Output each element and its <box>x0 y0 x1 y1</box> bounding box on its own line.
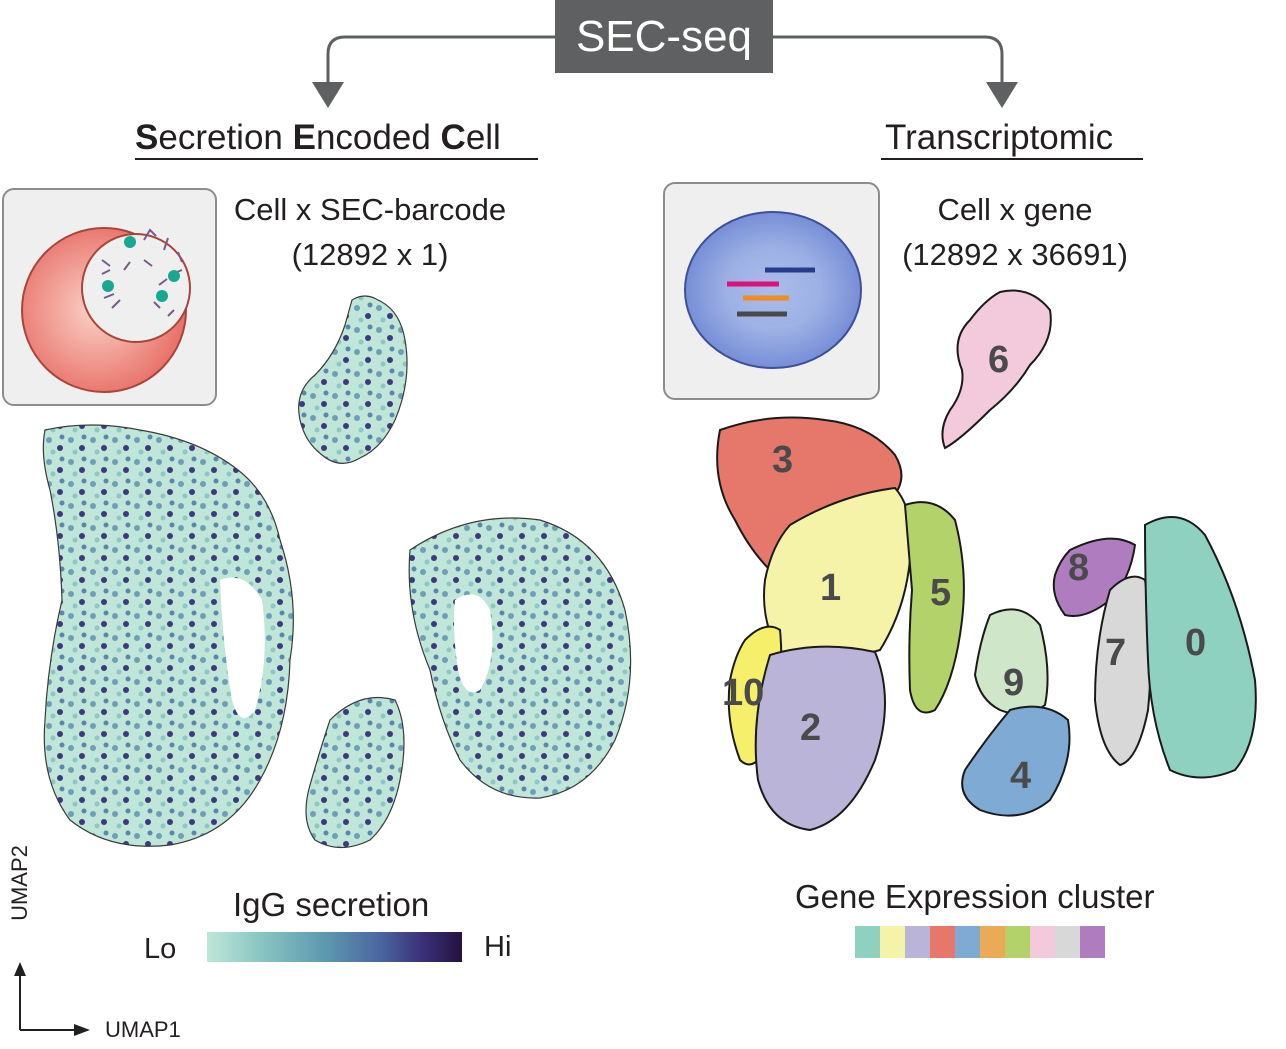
cluster-label-2: 2 <box>800 707 821 749</box>
arrow-right-icon <box>74 1024 90 1036</box>
cluster-label-0: 0 <box>1185 622 1206 664</box>
cluster-4 <box>961 705 1071 817</box>
left-heading: Secretion Encoded Cell <box>135 118 501 157</box>
cluster-label-6: 6 <box>988 339 1009 381</box>
left-matrix-label: Cell x SEC-barcode <box>233 192 507 227</box>
cluster-swatch <box>1030 926 1055 958</box>
igg-legend-high: Hi <box>484 931 512 963</box>
arrow-left-head <box>312 82 344 108</box>
cluster-label-9: 9 <box>1003 662 1024 704</box>
cluster-2 <box>754 645 886 832</box>
cluster-label-8: 8 <box>1068 547 1089 589</box>
cluster-swatch <box>930 926 955 958</box>
igg-legend-low: Lo <box>144 933 177 965</box>
cluster-swatches <box>855 926 1105 958</box>
right-matrix-dims: (12892 x 36691) <box>902 237 1128 272</box>
secreting-cell-icon <box>21 227 191 393</box>
right-heading-rule <box>881 158 1143 160</box>
cluster-1 <box>763 486 912 660</box>
cluster-swatch <box>905 926 930 958</box>
right-umap-clusters: 3 1 5 6 8 7 0 9 10 2 4 <box>716 289 1257 832</box>
transcriptome-cell-icon-box <box>663 182 880 400</box>
cluster-swatch <box>1080 926 1105 958</box>
umap2-label: UMAP2 <box>7 845 32 921</box>
cluster-swatch <box>880 926 905 958</box>
cluster-swatch <box>980 926 1005 958</box>
cluster-swatch <box>855 926 880 958</box>
cluster-label-3: 3 <box>772 439 793 481</box>
cluster-label-4: 4 <box>1010 755 1031 797</box>
secreting-cell-icon-box <box>2 188 217 406</box>
cluster-5 <box>903 501 965 714</box>
cluster-swatch <box>1055 926 1080 958</box>
cluster-8 <box>1052 537 1137 617</box>
title-box: SEC-seq <box>555 0 773 73</box>
cluster-legend-title: Gene Expression cluster <box>795 878 1155 915</box>
arrow-up-icon <box>14 962 26 976</box>
cluster-label-7: 7 <box>1105 632 1126 674</box>
cluster-0 <box>1143 516 1257 779</box>
igg-legend-title: IgG secretion <box>233 886 430 923</box>
cluster-label-1: 1 <box>820 567 841 609</box>
igg-gradient-bar <box>207 932 462 962</box>
umap1-label: UMAP1 <box>105 1017 181 1042</box>
cluster-label-5: 5 <box>930 572 951 614</box>
cluster-label-10: 10 <box>722 672 764 714</box>
left-umap-igg <box>42 295 632 849</box>
branch-arrows <box>312 35 1018 108</box>
right-matrix-label: Cell x gene <box>937 192 1093 227</box>
left-heading-rule <box>135 158 538 160</box>
right-heading: Transcriptomic <box>885 118 1114 157</box>
nucleus-icon <box>684 211 862 369</box>
cluster-swatch <box>1005 926 1030 958</box>
title-text: SEC-seq <box>575 12 753 61</box>
left-matrix-dims: (12892 x 1) <box>291 237 449 272</box>
umap-axes <box>14 962 90 1036</box>
cluster-swatch <box>955 926 980 958</box>
cluster-6 <box>941 289 1052 450</box>
arrow-right-head <box>986 82 1018 108</box>
